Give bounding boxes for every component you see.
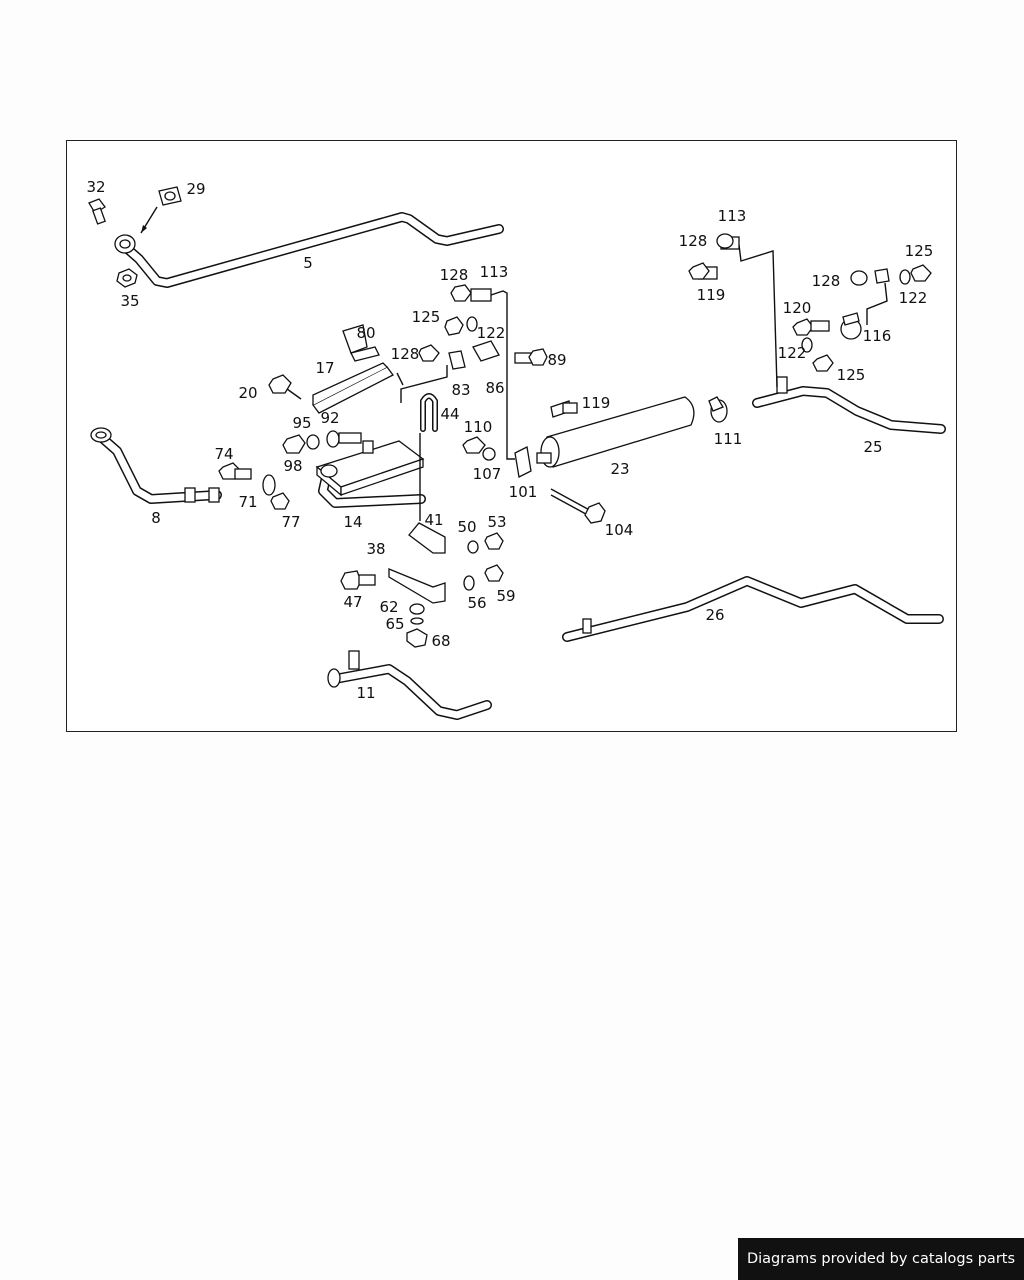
- leader-lines: [400, 244, 888, 460]
- callout: 8: [151, 509, 161, 527]
- bolt-32: [88, 198, 106, 225]
- callout: 128: [812, 272, 841, 290]
- callout: 59: [496, 587, 515, 605]
- hardware-parts: [218, 233, 932, 648]
- exhaust-system-diagram: 32 29 5 35 128 113 128 113 125 128 122 1…: [86, 178, 946, 720]
- pre-muffler-14: [315, 440, 426, 508]
- callout: 104: [605, 521, 634, 539]
- callout: 95: [292, 414, 311, 432]
- callout: 11: [356, 684, 375, 702]
- front-pipe-5: [114, 212, 504, 288]
- callout: 74: [214, 445, 233, 463]
- callout: 50: [457, 518, 476, 536]
- gasket-29: [140, 186, 182, 234]
- callout: 56: [467, 594, 486, 612]
- tail-pipe-25: [752, 376, 946, 434]
- callout: 128: [679, 232, 708, 250]
- callout: 17: [315, 359, 334, 377]
- callout: 14: [343, 513, 362, 531]
- callout: 71: [238, 493, 257, 511]
- callout: 5: [303, 254, 313, 272]
- pipe-26: [562, 576, 944, 642]
- callout: 62: [379, 598, 398, 616]
- callout: 65: [385, 615, 404, 633]
- parts-diagram-frame: 32 29 5 35 128 113 128 113 125 128 122 1…: [66, 140, 957, 732]
- callout: 92: [320, 409, 339, 427]
- callout: 44: [440, 405, 459, 423]
- bracket-80: [342, 324, 380, 362]
- callout: 47: [343, 593, 362, 611]
- pipe-8: [90, 427, 222, 504]
- callout: 125: [905, 242, 934, 260]
- callout: 77: [281, 513, 300, 531]
- callout: 120: [783, 299, 812, 317]
- callout: 26: [705, 606, 724, 624]
- callout: 86: [485, 379, 504, 397]
- footer-credit: Diagrams provided by catalogs parts: [738, 1238, 1024, 1280]
- callout: 111: [714, 430, 743, 448]
- callout: 38: [366, 540, 385, 558]
- callout: 119: [697, 286, 726, 304]
- callout: 23: [610, 460, 629, 478]
- callout: 122: [899, 289, 928, 307]
- callout: 25: [863, 438, 882, 456]
- callout: 119: [582, 394, 611, 412]
- callout: 116: [863, 327, 892, 345]
- callout: 53: [487, 513, 506, 531]
- callout: 89: [547, 351, 566, 369]
- callout: 20: [238, 384, 257, 402]
- heat-shield-17: [312, 362, 404, 414]
- callout: 98: [283, 457, 302, 475]
- hanger-38-41: [388, 433, 446, 604]
- callout: 32: [86, 178, 105, 196]
- callout: 68: [431, 632, 450, 650]
- callout: 110: [464, 418, 493, 436]
- clamp-111: [708, 396, 728, 423]
- u-bolt-44: [420, 393, 438, 432]
- pipe-11: [327, 650, 492, 720]
- callout: 113: [480, 263, 509, 281]
- nut-35: [116, 268, 138, 288]
- main-muffler-23: [536, 396, 695, 468]
- callout: 80: [356, 324, 375, 342]
- callout: 107: [473, 465, 502, 483]
- callout: 125: [837, 366, 866, 384]
- callout: 125: [412, 308, 441, 326]
- callout: 83: [451, 381, 470, 399]
- callout: 101: [509, 483, 538, 501]
- callout-labels: 32 29 5 35 128 113 128 113 125 128 122 1…: [86, 178, 933, 702]
- callout: 113: [718, 207, 747, 225]
- callout: 122: [778, 344, 807, 362]
- callout: 122: [477, 324, 506, 342]
- callout: 35: [120, 292, 139, 310]
- callout: 128: [440, 266, 469, 284]
- callout: 41: [424, 511, 443, 529]
- callout: 29: [186, 180, 205, 198]
- callout: 128: [391, 345, 420, 363]
- bolt-104: [550, 488, 606, 524]
